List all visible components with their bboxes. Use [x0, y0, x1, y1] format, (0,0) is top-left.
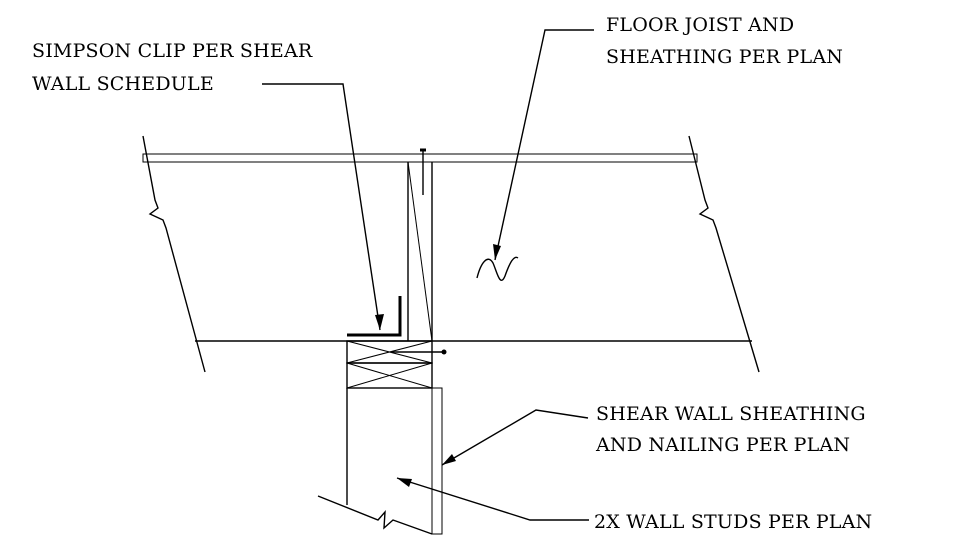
- leader-simpson: [262, 83, 384, 331]
- rim-member: [407, 161, 433, 342]
- note-floor-joist-line2: SHEATHING PER PLAN: [606, 46, 843, 68]
- leader-studs: [396, 477, 589, 521]
- note-simpson-line2: WALL SCHEDULE: [32, 73, 214, 95]
- wall-break-line: [317, 495, 433, 535]
- wall-sheathing: [431, 387, 443, 535]
- simpson-clip: [347, 296, 402, 337]
- floor-sheathing: [142, 153, 698, 163]
- note-shear-line1: SHEAR WALL SHEATHING: [596, 403, 866, 425]
- leader-shear-wall: [441, 409, 589, 466]
- leader-floor-joist: [493, 29, 594, 261]
- note-floor-joist-line1: FLOOR JOIST AND: [606, 14, 794, 36]
- section-squiggle: [476, 256, 519, 281]
- note-simpson-line1: SIMPSON CLIP PER SHEAR: [32, 40, 313, 62]
- top-plates: [346, 340, 433, 389]
- plate-nail: [392, 349, 447, 355]
- note-shear-line2: AND NAILING PER PLAN: [595, 434, 850, 456]
- top-nail: [420, 148, 426, 195]
- floor-joist: [142, 135, 760, 373]
- note-studs-line1: 2X WALL STUDS PER PLAN: [594, 511, 872, 533]
